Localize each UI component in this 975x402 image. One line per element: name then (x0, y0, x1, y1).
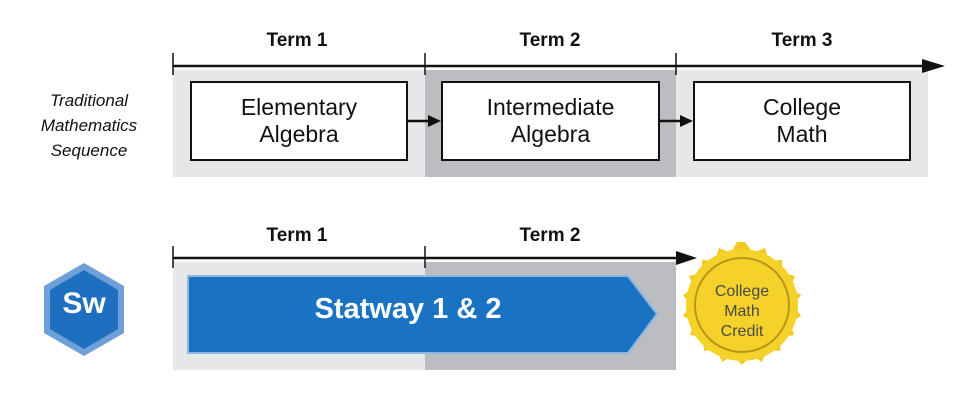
course-college-math: College Math (693, 81, 911, 161)
course-label: Elementary Algebra (240, 94, 358, 147)
statway-program-label: Statway 1 & 2 (314, 293, 502, 325)
traditional-term-1-label: Term 1 (266, 30, 328, 51)
traditional-term-3-label: Term 3 (771, 30, 833, 51)
statway-term-2-label: Term 2 (519, 225, 581, 246)
statway-program-arrow (187, 275, 659, 354)
statway-term-1-label: Term 1 (266, 225, 328, 246)
traditional-sequence-label: Traditional Mathematics Sequence (40, 91, 138, 160)
course-intermediate-algebra: Intermediate Algebra (441, 81, 660, 161)
statway-logo-hexagon (50, 270, 118, 349)
statway-logo-text: Sw (62, 287, 106, 320)
traditional-term-2-label: Term 2 (519, 30, 581, 51)
credit-seal-label: College Math Credit (714, 283, 770, 340)
course-label: College Math (763, 94, 841, 147)
course-elementary-algebra: Elementary Algebra (190, 81, 408, 161)
course-label: Intermediate Algebra (486, 94, 615, 147)
